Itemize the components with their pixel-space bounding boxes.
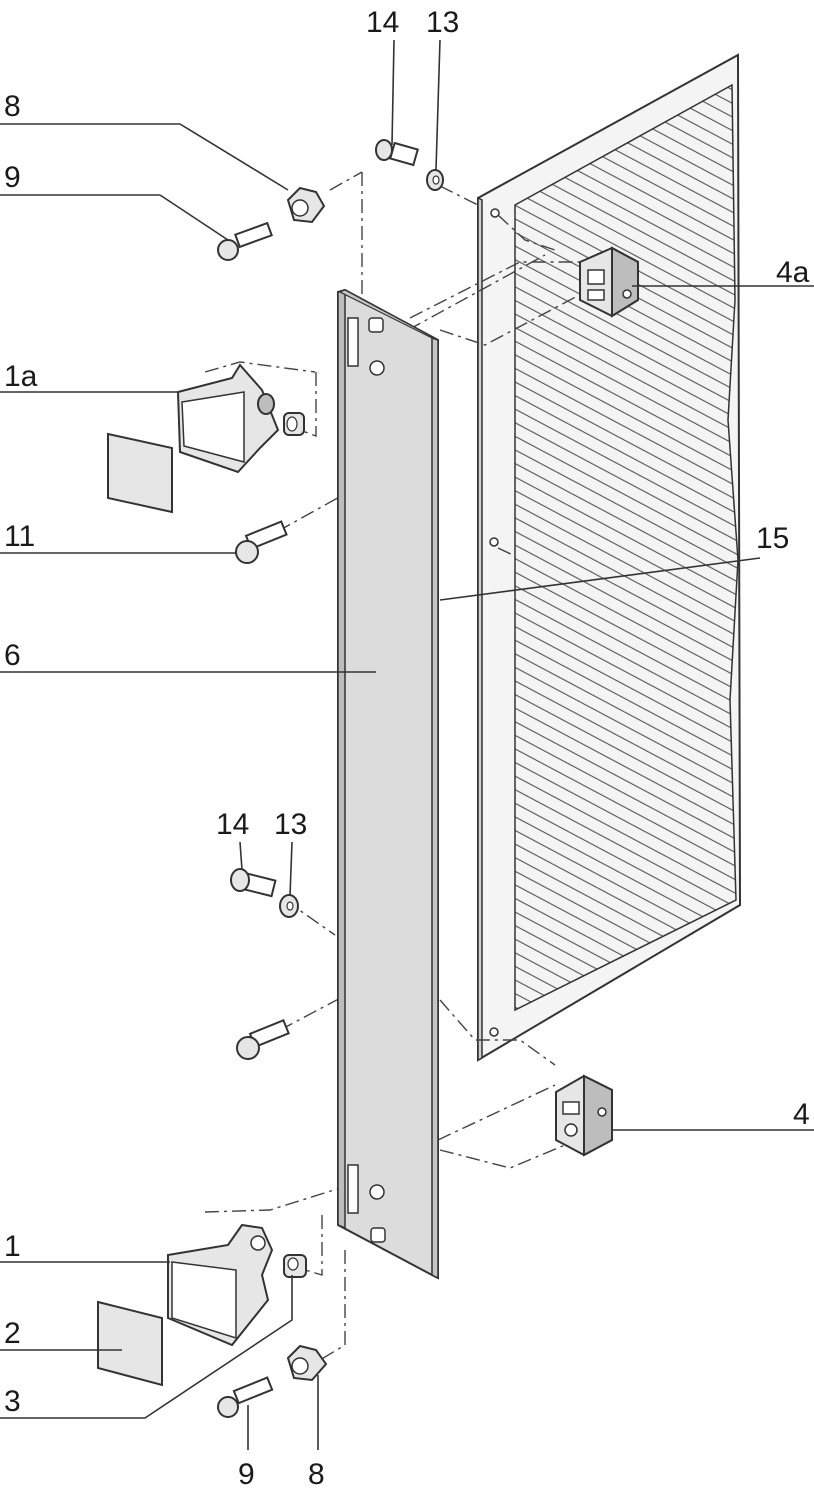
bracket-4a xyxy=(579,246,639,318)
filter-mesh xyxy=(514,83,739,1012)
label-14-top: 14 xyxy=(366,6,399,39)
handle-1a xyxy=(176,363,280,474)
nut-8-bottom xyxy=(286,1344,328,1382)
screw-lower-panel xyxy=(236,1019,290,1060)
bracket-4 xyxy=(555,1074,613,1157)
label-13-mid: 13 xyxy=(274,808,307,841)
handle-1 xyxy=(167,1223,274,1347)
label-9-bottom: 9 xyxy=(238,1458,255,1491)
screw-11 xyxy=(235,520,288,564)
assembly-guides xyxy=(204,171,586,1361)
screw-9-top xyxy=(217,221,273,261)
panel-hole-top xyxy=(490,208,500,218)
label-3: 3 xyxy=(4,1385,21,1418)
leader-lines xyxy=(0,39,814,1450)
screw-9-bottom xyxy=(217,1376,274,1418)
label-14-mid: 14 xyxy=(216,808,249,841)
spacer-pin-top xyxy=(283,412,305,436)
nut-8-top xyxy=(286,186,326,224)
front-panel-part-6 xyxy=(337,288,439,1280)
screw-14-mid xyxy=(230,868,277,898)
label-1a: 1a xyxy=(4,360,38,393)
label-6: 6 xyxy=(4,639,21,672)
cover-plate-2 xyxy=(97,1300,163,1387)
label-13-top: 13 xyxy=(426,6,459,39)
label-15: 15 xyxy=(756,522,789,555)
label-11: 11 xyxy=(4,520,35,553)
label-8-top: 8 xyxy=(4,90,21,123)
label-1: 1 xyxy=(4,1230,21,1263)
washer-13-mid xyxy=(279,894,299,918)
cover-plate-top xyxy=(107,432,173,514)
spacer-pin-3 xyxy=(283,1254,307,1278)
label-4a: 4a xyxy=(776,256,810,289)
filter-panel xyxy=(477,53,742,1062)
screw-14-top xyxy=(375,139,419,167)
label-2: 2 xyxy=(4,1317,21,1350)
panel-hole-bottom xyxy=(489,1027,499,1037)
panel-hole-mid xyxy=(489,537,499,547)
label-8-bottom: 8 xyxy=(308,1458,325,1491)
label-9-top: 9 xyxy=(4,161,21,194)
washer-13-top xyxy=(426,169,444,191)
label-4: 4 xyxy=(793,1098,810,1131)
callout-labels: 14 13 8 9 4a 1a 11 15 6 14 13 4 1 2 3 9 … xyxy=(4,6,810,1491)
